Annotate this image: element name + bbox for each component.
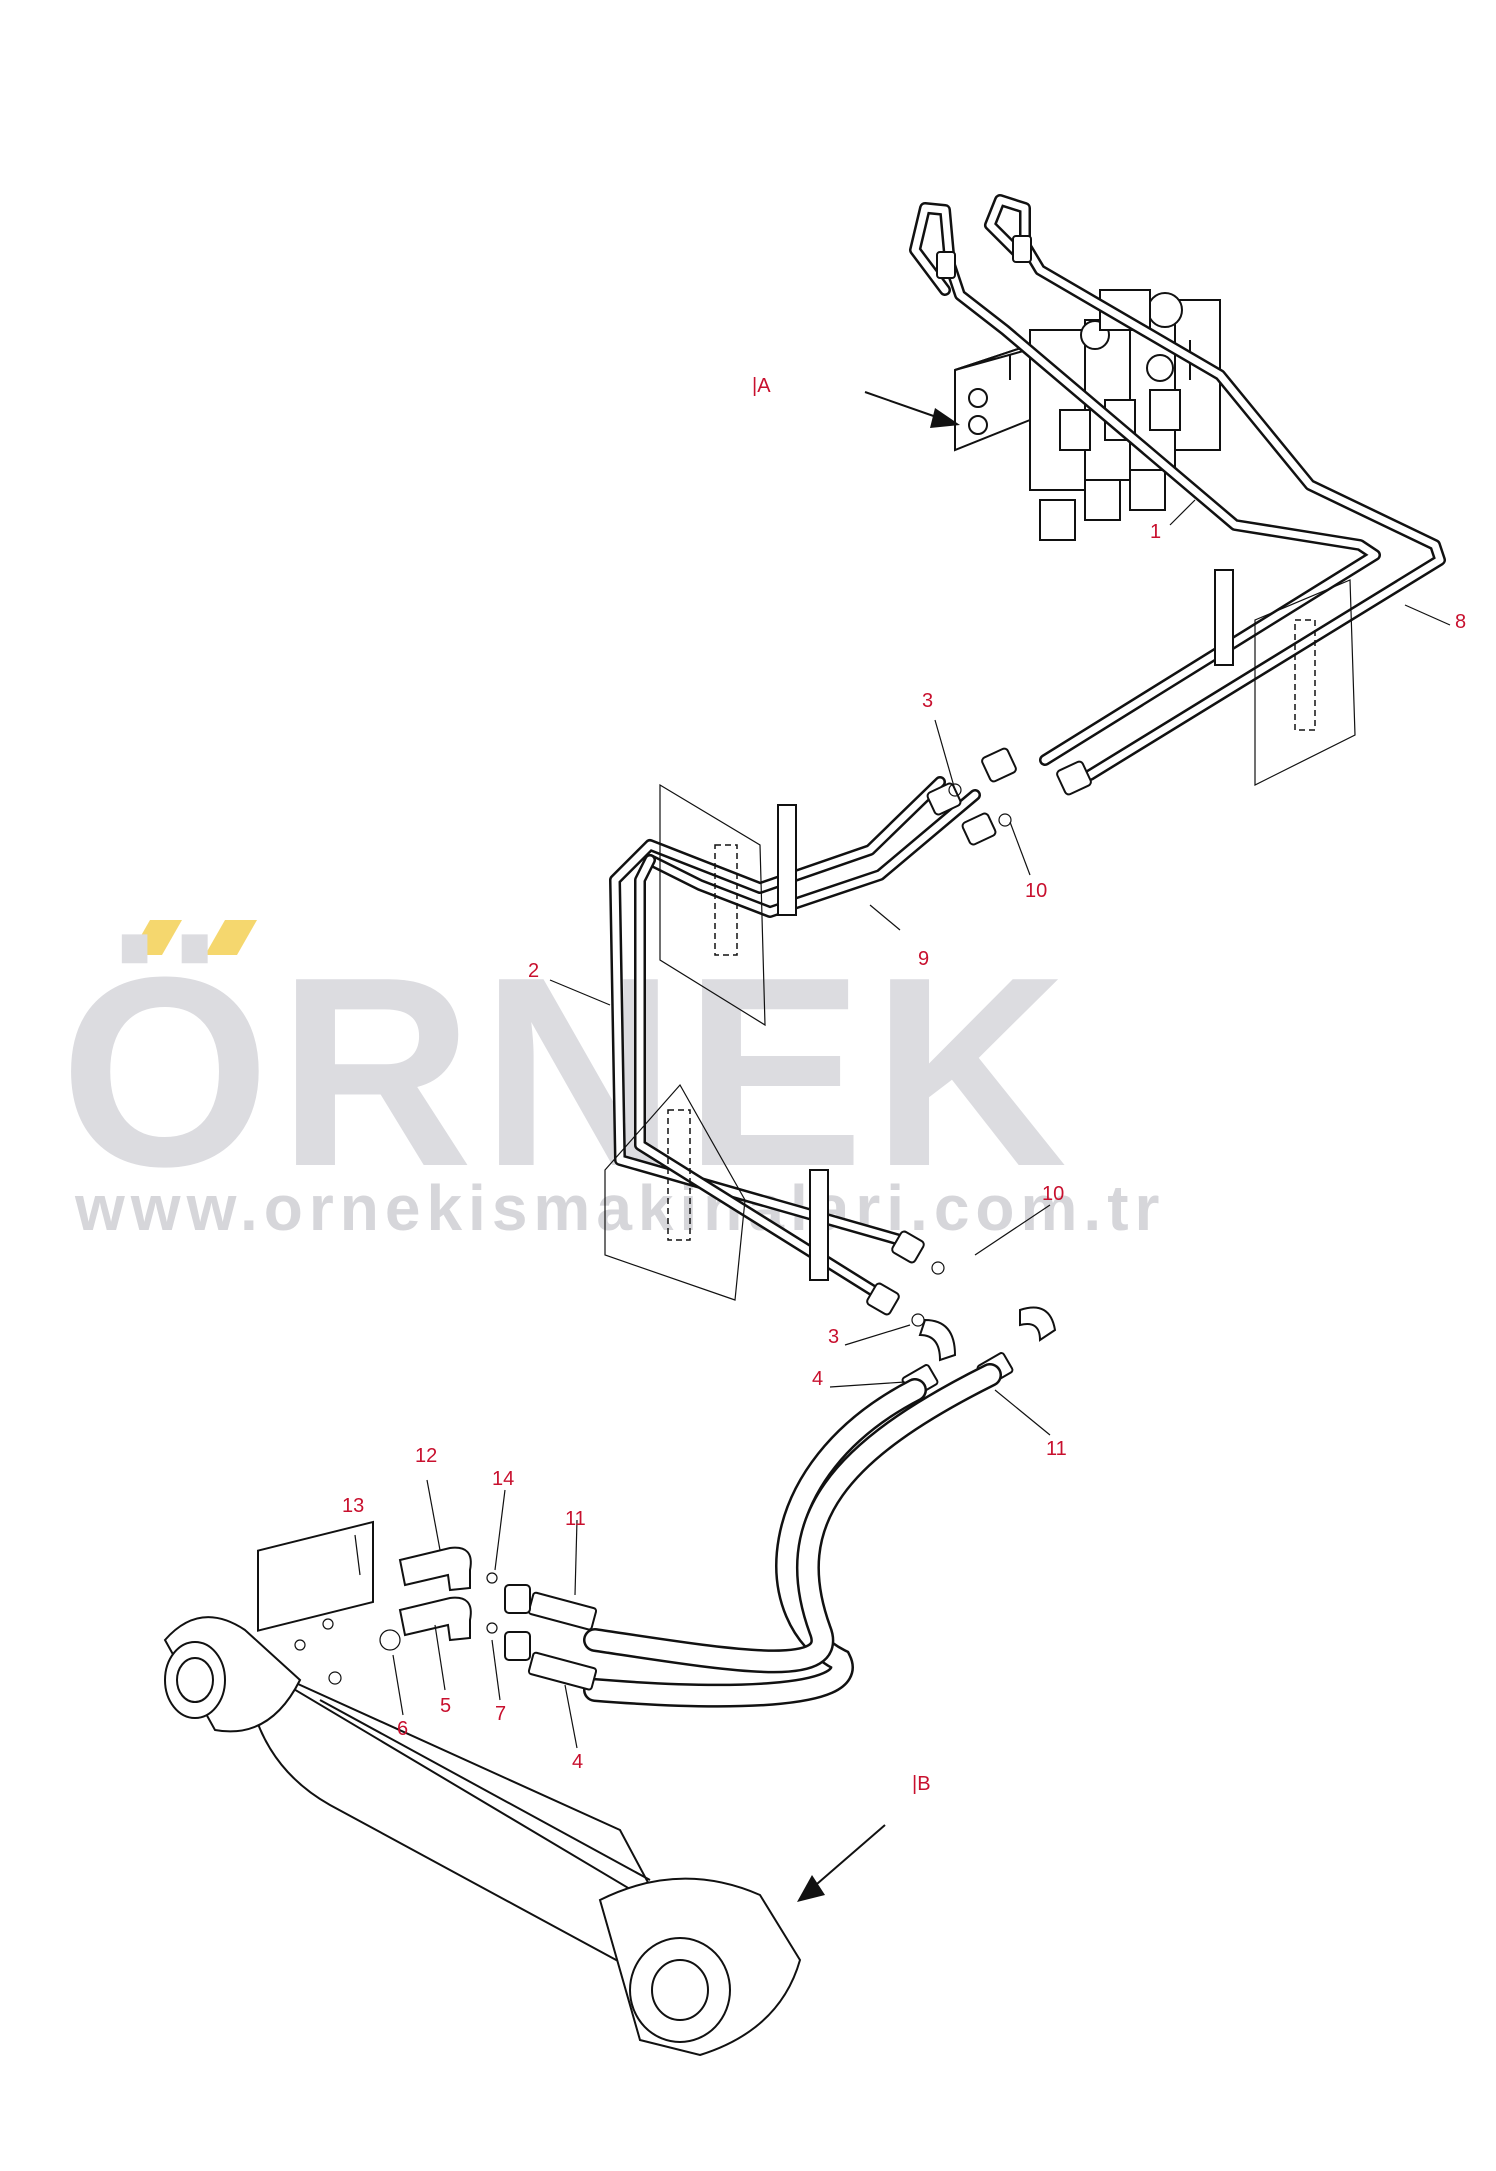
callouts: |A |B 1 8 3 10 9 2 10 3 4 11 12 13 14 11… xyxy=(342,375,1466,1795)
lower-fittings xyxy=(866,1230,1057,1398)
callout-3-upper: 3 xyxy=(922,690,933,712)
callout-3-lower: 3 xyxy=(828,1326,839,1348)
hydraulic-cylinder xyxy=(163,1520,802,2057)
callout-8: 8 xyxy=(1455,611,1466,633)
watermark-brand: ÖRNEK xyxy=(60,922,1075,1223)
leader-lines xyxy=(354,499,1451,1749)
callout-11-upper: 11 xyxy=(1046,1438,1067,1460)
pipe-9 xyxy=(644,789,981,918)
callout-10-lower: 10 xyxy=(1042,1183,1064,1205)
callout-6: 6 xyxy=(397,1718,408,1740)
upper-fittings xyxy=(926,747,1092,846)
cylinder-fittings xyxy=(350,1546,598,1691)
watermark-url: www.ornekismakinalari.com.tr xyxy=(74,1172,1165,1244)
hose-4 xyxy=(583,1378,927,1708)
callout-10-upper: 10 xyxy=(1025,880,1047,902)
callout-2: 2 xyxy=(528,960,539,982)
pipe-clamp-upper-right xyxy=(1214,569,1356,786)
pipe-clamp-middle xyxy=(659,783,797,1027)
callout-14: 14 xyxy=(492,1468,514,1490)
view-arrow-a xyxy=(864,391,960,428)
callout-13: 13 xyxy=(342,1495,364,1517)
callout-1: 1 xyxy=(1150,521,1161,543)
callout-4-lower: 4 xyxy=(572,1751,583,1773)
view-label-b: |B xyxy=(912,1773,931,1795)
pipe-1-end-nut xyxy=(936,251,956,279)
callout-9: 9 xyxy=(918,948,929,970)
pipe-1 xyxy=(909,202,1381,766)
pipe-8-end-nut xyxy=(1012,235,1032,263)
hose-11 xyxy=(583,1363,1002,1674)
watermark: ÖRNEK www.ornekismakinalari.com.tr xyxy=(60,920,1165,1244)
pipe-clamp-lower xyxy=(604,1083,829,1301)
callout-7: 7 xyxy=(495,1703,506,1725)
control-valve-block xyxy=(954,289,1221,541)
watermark-umlaut-right xyxy=(205,920,257,955)
view-label-a: |A xyxy=(752,375,771,397)
watermark-umlaut-left xyxy=(130,920,182,955)
view-arrow-b xyxy=(797,1824,886,1902)
callout-5: 5 xyxy=(440,1695,451,1717)
callout-12: 12 xyxy=(415,1445,437,1467)
callout-11-lower: 11 xyxy=(565,1508,586,1530)
callout-4-upper: 4 xyxy=(812,1368,823,1390)
pipe-8 xyxy=(984,194,1446,781)
pipe-2 xyxy=(609,776,946,1301)
